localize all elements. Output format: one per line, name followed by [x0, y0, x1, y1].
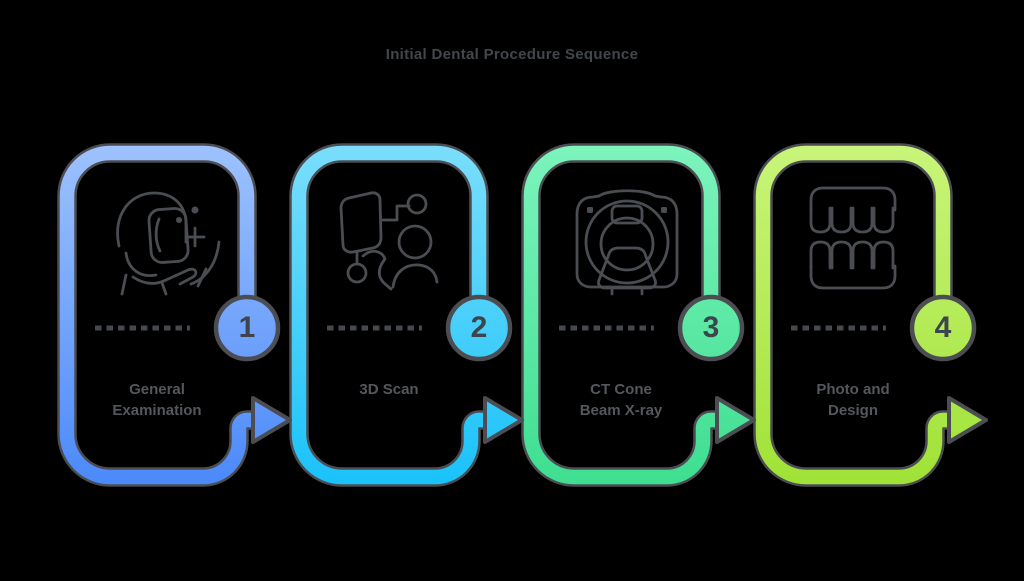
step-label-line2: Examination — [112, 402, 202, 419]
card-border — [755, 145, 951, 485]
diagram-title: Initial Dental Procedure Sequence — [385, 46, 639, 63]
step-number-badge — [909, 294, 977, 362]
card-frame-2 — [289, 143, 524, 487]
card-frame-4 — [753, 143, 988, 487]
step-label-line1: 3D Scan — [359, 381, 419, 398]
step-card-3: 3 CT Cone Beam X-ray — [521, 140, 771, 510]
step-card-2: 2 3D Scan — [289, 140, 539, 510]
step-label: Photo and Design — [763, 379, 943, 421]
card-border — [59, 145, 255, 485]
arrow-right-icon — [947, 396, 988, 444]
step-label-line2: Design — [827, 402, 878, 419]
step-number-badge — [445, 294, 513, 362]
arrow-right-icon — [483, 396, 524, 444]
step-number-badge — [213, 294, 281, 362]
step-number-badge — [677, 294, 745, 362]
step-number: 2 — [470, 311, 488, 344]
step-number: 3 — [702, 311, 720, 344]
card-frame-1 — [57, 143, 292, 487]
step-number: 1 — [238, 311, 256, 344]
arrow-right-icon — [251, 396, 292, 444]
card-border — [291, 145, 487, 485]
step-label: 3D Scan — [299, 379, 479, 400]
teeth-icon — [809, 186, 897, 290]
step-label-line1: Photo and — [816, 381, 890, 398]
dentist-examination-icon — [116, 191, 221, 296]
step-label-line1: CT Cone — [590, 381, 652, 398]
step-label: General Examination — [67, 379, 247, 421]
step-number: 4 — [934, 311, 952, 344]
step-card-1: 1 General Examination — [57, 140, 307, 510]
card-border — [523, 145, 719, 485]
step-label: CT Cone Beam X-ray — [531, 379, 711, 421]
arrow-right-icon — [715, 396, 756, 444]
card-frame-3 — [521, 143, 756, 487]
step-label-line2: Beam X-ray — [579, 402, 663, 419]
step-label-line1: General — [129, 381, 185, 398]
3d-scanner-icon — [339, 191, 439, 291]
step-card-4: 4 Photo and Design — [753, 140, 1003, 510]
ct-scanner-icon — [575, 189, 679, 296]
